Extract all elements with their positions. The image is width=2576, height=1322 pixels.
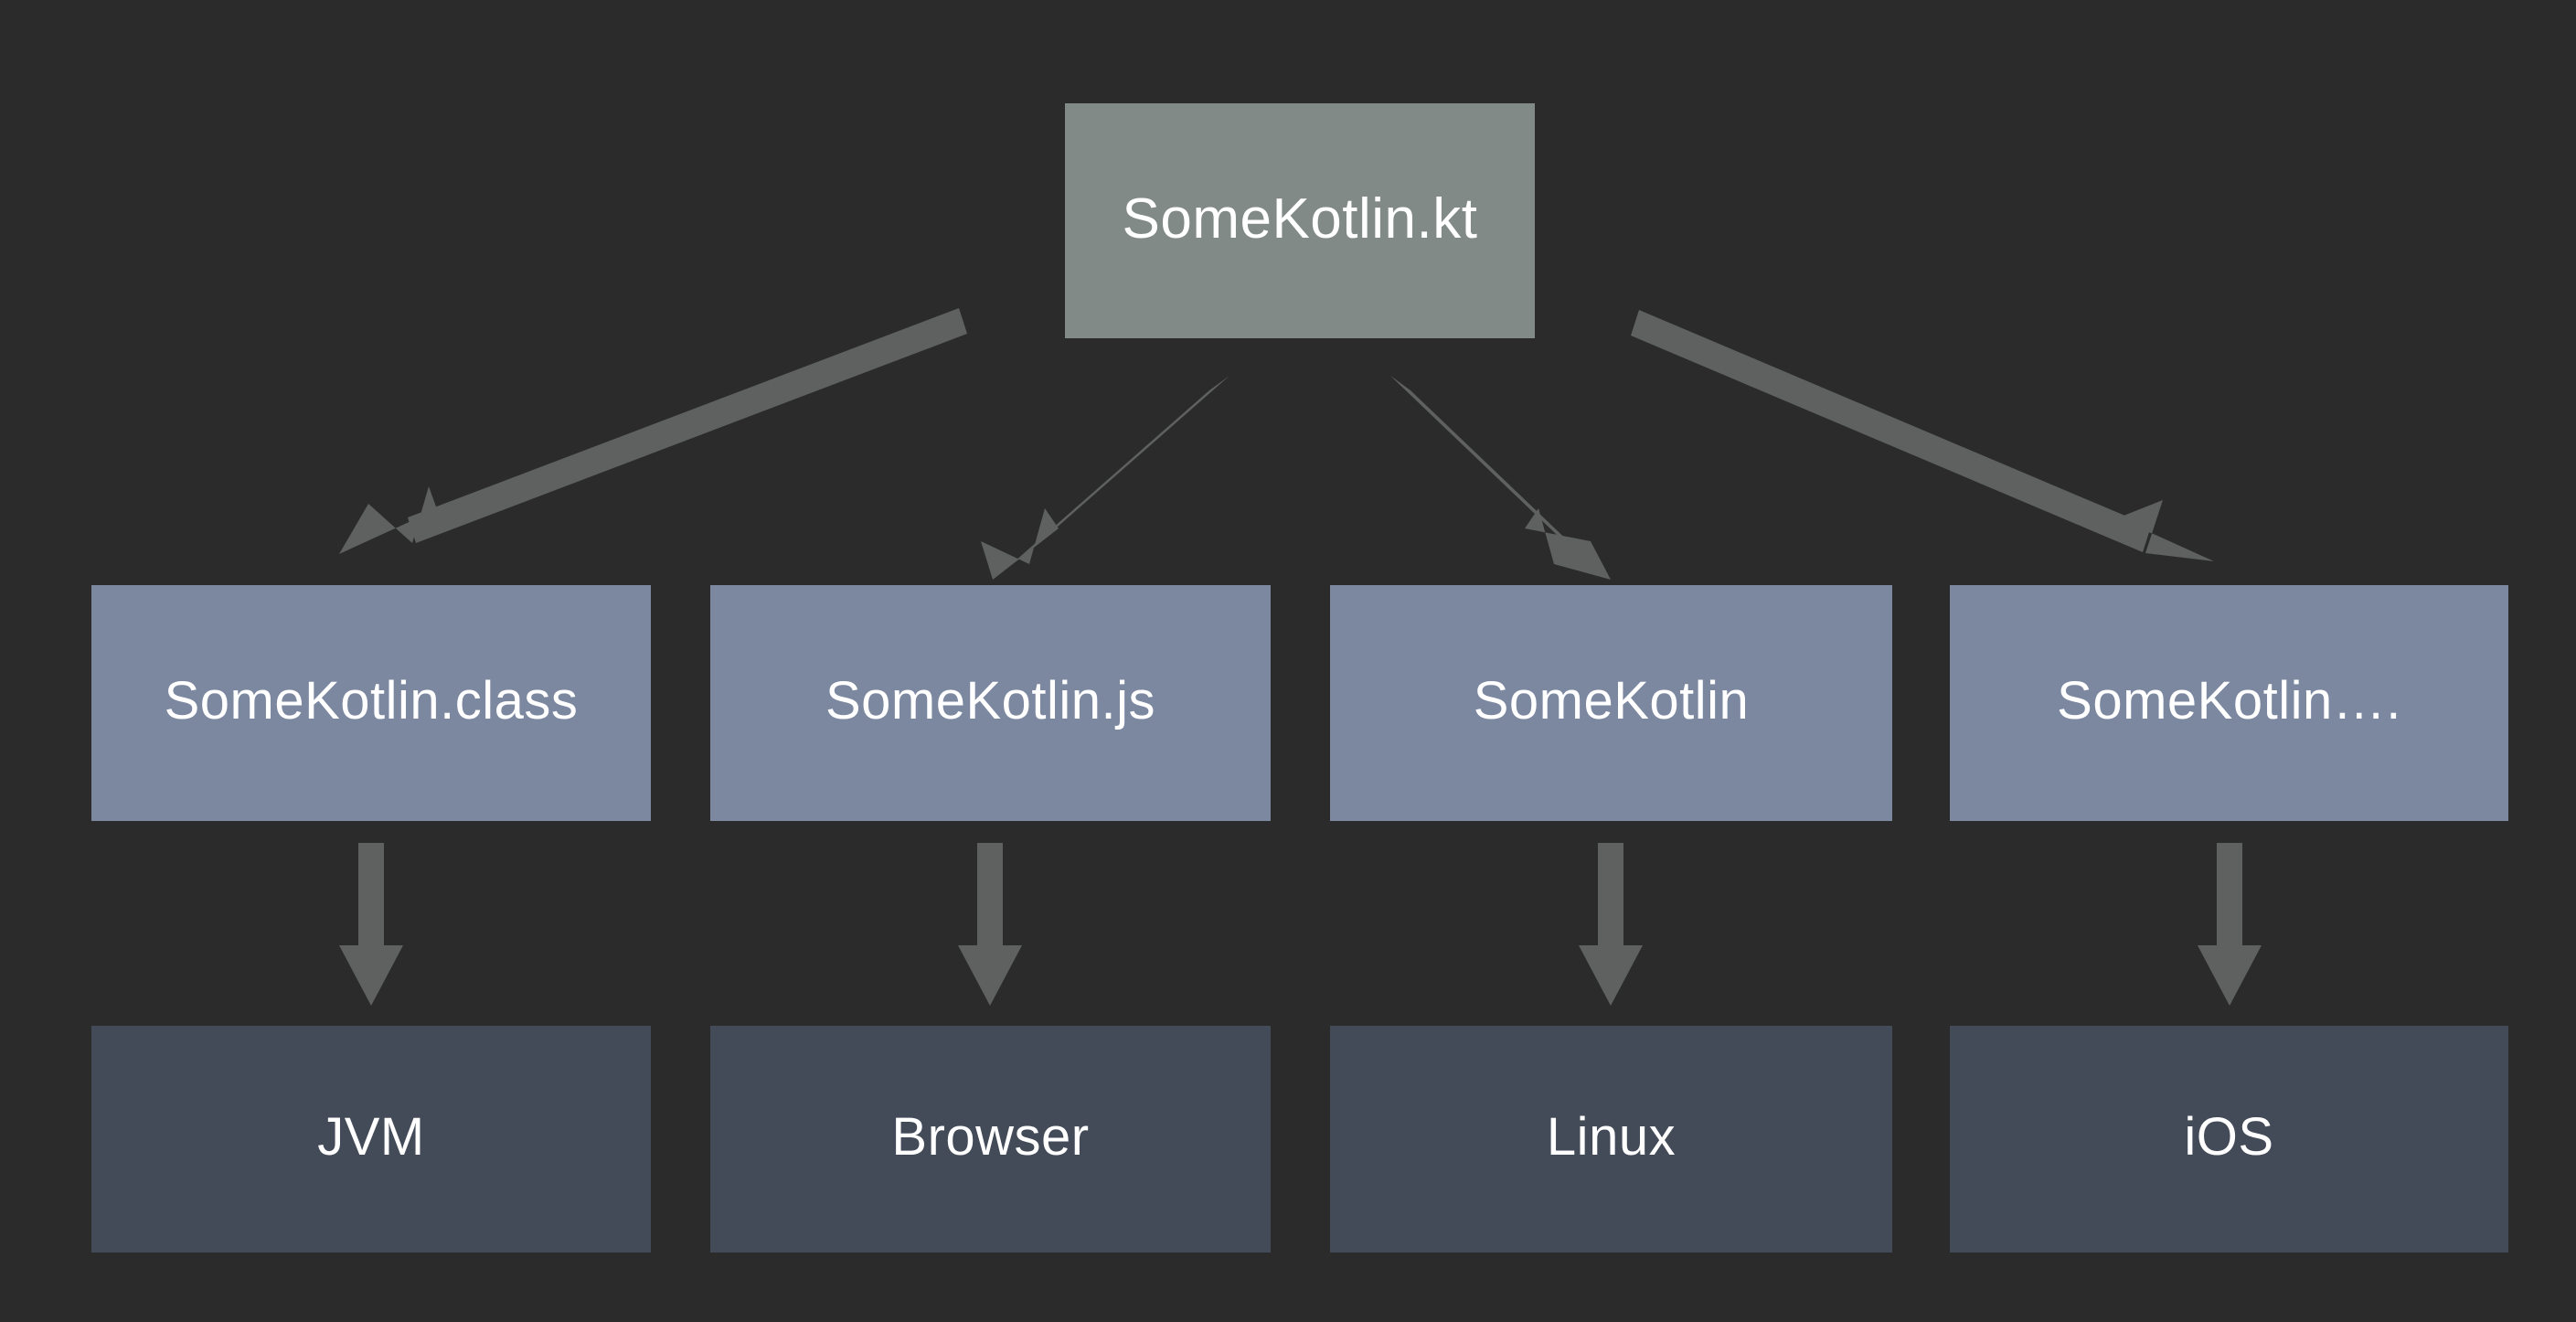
node-artifact-js[interactable]: SomeKotlin.js [710,585,1271,821]
node-platform-jvm[interactable]: JVM [91,1026,651,1253]
node-artifact-other[interactable]: SomeKotlin…. [1950,585,2508,821]
node-source-file[interactable]: SomeKotlin.kt [1065,103,1535,338]
edge-class-to-jvm [339,843,403,1006]
node-platform-browser[interactable]: Browser [710,1026,1271,1253]
node-artifact-native[interactable]: SomeKotlin [1330,585,1892,821]
node-platform-browser-label: Browser [891,1107,1090,1167]
node-artifact-class-label: SomeKotlin.class [164,671,579,730]
edge-source-to-native [1390,376,1611,580]
edge-native-to-linux [1579,843,1643,1006]
node-artifact-native-label: SomeKotlin [1473,671,1750,730]
node-artifact-class[interactable]: SomeKotlin.class [91,585,651,821]
edge-source-to-js [981,376,1229,580]
node-artifact-js-label: SomeKotlin.js [825,671,1156,730]
edge-source-to-other [1631,310,2214,561]
node-platform-jvm-label: JVM [317,1107,425,1167]
node-platform-ios[interactable]: iOS [1950,1026,2508,1253]
edge-source-to-class [339,308,967,554]
node-platform-ios-label: iOS [2184,1107,2274,1167]
node-platform-linux-label: Linux [1546,1107,1677,1167]
edge-js-to-browser [958,843,1022,1006]
node-artifact-other-label: SomeKotlin…. [2057,671,2401,730]
edge-other-to-ios [2198,843,2262,1006]
node-source-file-label: SomeKotlin.kt [1122,187,1478,251]
node-platform-linux[interactable]: Linux [1330,1026,1892,1253]
